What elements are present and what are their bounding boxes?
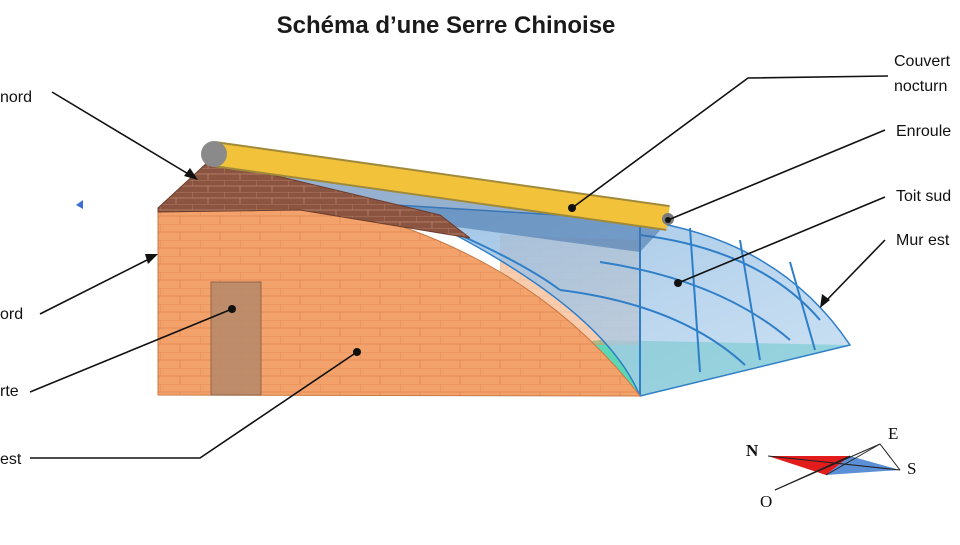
diagram-title: Schéma d’une Serre Chinoise	[276, 12, 616, 39]
compass-south-needle	[826, 456, 900, 475]
compass-north-needle	[768, 456, 850, 475]
label-door: rte	[0, 383, 19, 400]
dot-wall-west	[353, 348, 361, 356]
label-east-wall: Mur est	[896, 232, 950, 249]
compass-rose	[767, 443, 901, 491]
label-night-cover-line1: Couvert	[894, 53, 951, 70]
compass-label-south: S	[907, 459, 917, 478]
leader-east-wall	[821, 239, 886, 306]
night-cover	[230, 165, 668, 252]
dot-door	[228, 305, 236, 313]
dot-roller	[665, 217, 671, 223]
label-roof-north: nord	[0, 89, 33, 106]
leader-roller	[667, 129, 886, 221]
roller-end-left	[201, 141, 227, 167]
label-south-roof: Toit sud	[896, 188, 952, 205]
compass-label-east: E	[888, 424, 899, 443]
roller-bar-fill	[212, 143, 670, 229]
compass-label-north: N	[746, 441, 759, 460]
compass-label-west: O	[760, 492, 773, 511]
arrow-east-wall	[820, 294, 830, 308]
stray-marker-icon	[76, 200, 83, 209]
leader-night-cover	[571, 75, 889, 209]
glass-south-roof	[394, 204, 852, 397]
dot-night-cover	[568, 204, 576, 212]
label-wall-west: est	[0, 451, 22, 468]
leader-door	[29, 308, 233, 393]
label-wall-north: ord	[0, 306, 24, 323]
leader-south-roof	[677, 196, 886, 284]
label-roller: Enroule	[896, 123, 952, 140]
leader-wall-north	[39, 255, 156, 315]
leader-roof-north	[51, 91, 196, 179]
arrow-wall-north	[145, 254, 158, 264]
label-night-cover-line2: nocturn	[894, 78, 948, 95]
leader-wall-west	[30, 351, 358, 459]
door	[210, 281, 262, 396]
arrow-roof-north	[184, 168, 198, 180]
dot-south-roof	[674, 279, 682, 287]
